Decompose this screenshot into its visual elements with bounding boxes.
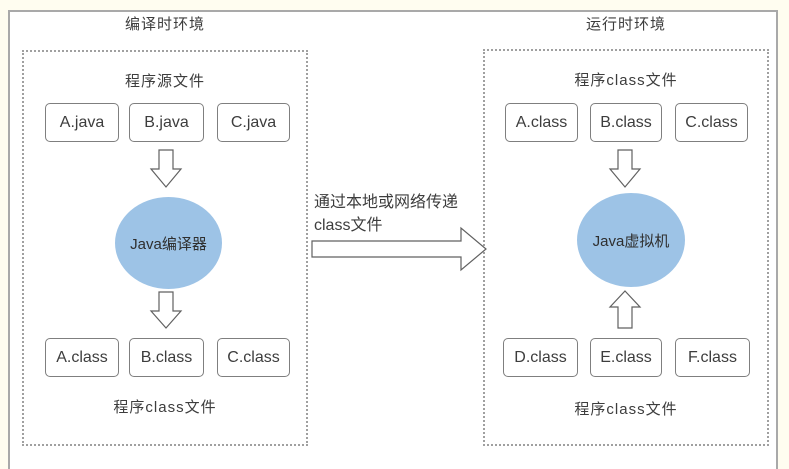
file-box-a-java: A.java: [45, 103, 119, 142]
file-box-b-java: B.java: [129, 103, 204, 142]
file-box-c-class-left: C.class: [217, 338, 290, 377]
file-box-b-class-left: B.class: [129, 338, 204, 377]
java-compiler-node: Java编译器: [115, 197, 222, 289]
output-class-files-label: 程序class文件: [113, 399, 217, 416]
input-class-files-label: 程序class文件: [574, 72, 678, 89]
runtime-env-title: 运行时环境: [585, 16, 666, 33]
source-files-label: 程序源文件: [124, 73, 205, 90]
transfer-note-line2: class文件: [314, 217, 383, 234]
java-vm-node: Java虚拟机: [577, 193, 685, 287]
runtime-env-panel: 程序class文件 A.class B.class C.class Java虚拟…: [483, 49, 769, 446]
file-box-d-class: D.class: [503, 338, 578, 377]
file-box-a-class-right: A.class: [505, 103, 578, 142]
transfer-note: 通过本地或网络传递 class文件: [314, 191, 479, 237]
compile-env-panel: 程序源文件 A.java B.java C.java Java编译器 A.cla…: [22, 50, 308, 446]
file-box-f-class: F.class: [675, 338, 750, 377]
transfer-note-line1: 通过本地或网络传递: [314, 194, 459, 211]
file-box-e-class: E.class: [590, 338, 662, 377]
library-class-files-label: 程序class文件: [574, 401, 678, 418]
file-box-b-class-right: B.class: [590, 103, 662, 142]
file-box-a-class-left: A.class: [45, 338, 119, 377]
compile-env-title: 编译时环境: [124, 16, 205, 33]
file-box-c-java: C.java: [217, 103, 290, 142]
file-box-c-class-right: C.class: [675, 103, 748, 142]
